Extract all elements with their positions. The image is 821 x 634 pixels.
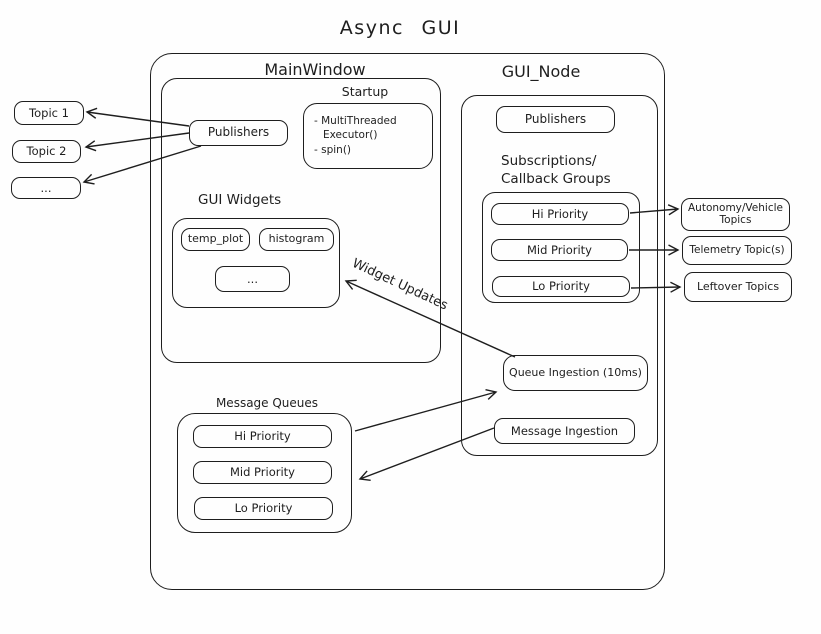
topic-1-box: Topic 1 [14,101,84,125]
message-queue-lo-priority-box: Lo Priority [194,497,333,520]
autonomy-topics-line2: Topics [719,213,752,226]
autonomy-topics-line1: Autonomy/Vehicle [688,201,783,214]
gui-widgets-label: GUI Widgets [198,192,282,208]
autonomy-vehicle-topics-box: Autonomy/Vehicle Topics [681,198,790,231]
mainwindow-publishers-box: Publishers [189,120,288,146]
subscriptions-label-line1: Subscriptions/ [501,153,597,169]
widget-ellipsis-box: ... [215,266,290,292]
startup-line-executor: Executor() [323,129,378,142]
startup-line-multithreaded: - MultiThreaded [314,114,397,127]
subscription-lo-priority-box: Lo Priority [492,276,630,297]
subscriptions-label-line2: Callback Groups [501,171,611,187]
widget-histogram-box: histogram [259,228,334,251]
subscription-hi-priority-box: Hi Priority [491,203,629,225]
gui-node-publishers-box: Publishers [496,106,615,133]
leftover-topics-box: Leftover Topics [684,272,792,302]
startup-label: Startup [341,84,389,99]
message-ingestion-box: Message Ingestion [494,418,635,444]
message-queues-label: Message Queues [215,396,319,410]
message-queue-hi-priority-box: Hi Priority [193,425,332,448]
telemetry-topics-box: Telemetry Topic(s) [682,236,792,265]
startup-line-spin: - spin() [314,143,352,156]
mainwindow-label: MainWindow [264,60,366,79]
diagram-title: Async GUI [339,17,461,39]
topic-ellipsis-box: ... [11,177,81,199]
widget-temp-plot-box: temp_plot [181,228,250,251]
startup-box: - MultiThreaded Executor() - spin() [303,103,433,169]
message-queue-mid-priority-box: Mid Priority [193,461,332,484]
gui-node-label: GUI_Node [501,62,581,81]
topic-2-box: Topic 2 [12,140,81,163]
subscriptions-callback-groups-label: Subscriptions/ Callback Groups [501,152,611,188]
subscription-mid-priority-box: Mid Priority [491,239,628,261]
queue-ingestion-box: Queue Ingestion (10ms) [503,355,648,391]
